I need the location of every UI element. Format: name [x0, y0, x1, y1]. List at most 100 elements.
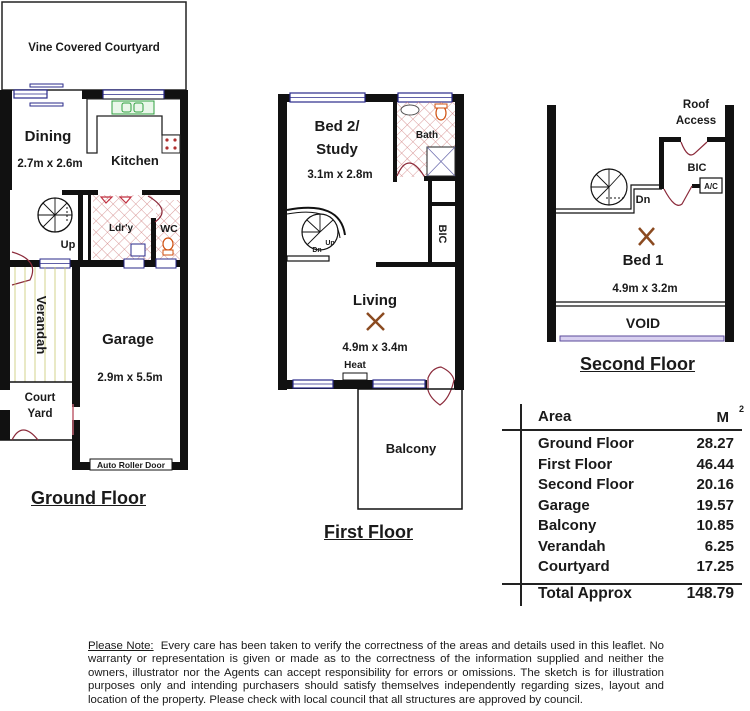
ground-floor-plan: Vine Covered Courtyard Dining 2.7m x 2.6…	[0, 1, 188, 471]
door-swing	[147, 195, 163, 223]
label-dining: Dining	[25, 128, 72, 145]
wall	[72, 420, 80, 470]
label-stairs-dn: Dn	[312, 247, 321, 254]
spiral-stairs-icon	[590, 168, 628, 206]
window	[559, 335, 725, 342]
label-bed2-line2: Study	[316, 141, 358, 158]
window	[155, 258, 177, 269]
wall	[376, 262, 464, 267]
table-divider	[502, 429, 742, 431]
label-wc: WC	[160, 223, 178, 235]
table-divider	[520, 404, 522, 606]
wall	[82, 90, 104, 99]
door-swing	[663, 185, 693, 206]
wall	[180, 400, 188, 470]
wall	[151, 218, 156, 260]
wall	[659, 137, 681, 142]
door-swing	[427, 366, 455, 406]
wall	[547, 105, 556, 342]
disclaimer-text: Every care has been taken to verify the …	[88, 640, 665, 706]
roof-hatch-swing	[680, 141, 708, 156]
row-value: 20.16	[696, 476, 734, 493]
door-swing	[396, 162, 425, 177]
label-ac: A/C	[704, 182, 718, 191]
ceiling-fan-icon	[638, 227, 655, 246]
label-garage-size: 2.9m x 5.5m	[97, 372, 162, 384]
roller-door	[89, 458, 173, 471]
wall	[78, 190, 83, 260]
label-bic: BIC	[436, 225, 448, 244]
disclaimer-heading: Please Note:	[88, 640, 154, 652]
label-garage: Garage	[102, 331, 154, 348]
row-label: First Floor	[538, 455, 613, 473]
label-bed2-line1: Bed 2/	[314, 118, 360, 135]
row-label: Balcony	[538, 517, 597, 534]
label-stairs-up: Up	[61, 239, 76, 251]
door-swing	[11, 429, 39, 441]
label-bath: Bath	[416, 130, 438, 141]
label-dining-size: 2.7m x 2.6m	[17, 158, 82, 170]
wall	[278, 94, 464, 102]
row-value: 46.44	[696, 455, 734, 473]
first-floor-plan: Bath BIC Bed 2/ Study 3.1m x 2.8m Up Dn …	[278, 92, 464, 510]
label-roller-door: Auto Roller Door	[97, 460, 166, 470]
label-kitchen: Kitchen	[111, 153, 159, 168]
wall	[659, 137, 664, 189]
wall	[424, 176, 464, 181]
label-balcony: Balcony	[386, 441, 437, 456]
balcony-outline	[357, 388, 463, 510]
wall	[707, 137, 727, 142]
row-value: 17.25	[696, 558, 734, 575]
row-label: Garage	[538, 496, 590, 514]
label-court: Court	[25, 392, 56, 404]
wall	[180, 90, 188, 470]
total-label: Total Approx	[538, 585, 632, 602]
wall	[0, 90, 12, 190]
table-row: Second Floor 20.16	[538, 476, 734, 493]
washing-machine-icon	[130, 243, 146, 257]
label-stairs-up: Up	[325, 240, 334, 247]
wall	[428, 202, 464, 206]
second-floor-title: Second Floor	[580, 354, 696, 374]
verandah-area	[10, 267, 72, 382]
header-label: Area	[538, 408, 572, 425]
label-vine-courtyard: Vine Covered Courtyard	[28, 42, 159, 54]
table-total-row: Total Approx 148.79	[538, 585, 734, 603]
wall	[142, 190, 188, 195]
ground-floor-title: Ground Floor	[31, 488, 146, 508]
label-stairs-dn: Dn	[636, 194, 651, 206]
tub-icon	[99, 196, 114, 204]
total-value: 148.79	[686, 585, 734, 602]
label-bed1: Bed 1	[623, 252, 664, 269]
wall	[725, 105, 734, 342]
label-laundry: Ldr'y	[109, 223, 133, 234]
label-living: Living	[353, 292, 397, 309]
wall	[428, 181, 432, 266]
row-value: 28.27	[696, 435, 734, 452]
toilet-icon	[162, 237, 174, 251]
row-label: Second Floor	[538, 476, 634, 493]
label-living-size: 4.9m x 3.4m	[342, 342, 407, 354]
second-floor-plan: Roof Access BIC A/C Dn Bed 1	[547, 99, 734, 342]
wall	[393, 102, 397, 182]
wall	[72, 267, 80, 407]
label-void: VOID	[626, 315, 660, 331]
window-slider	[29, 83, 64, 88]
spiral-stairs-icon	[37, 197, 73, 233]
row-value: 10.85	[696, 517, 734, 534]
disclaimer: Please Note: Every care has been taken t…	[88, 640, 664, 707]
basin-icon	[400, 104, 420, 116]
wall	[0, 260, 188, 267]
table-row: Balcony 10.85	[538, 517, 734, 534]
wall	[0, 262, 10, 390]
label-bed1-size: 4.9m x 3.2m	[612, 283, 677, 295]
label-yard: Yard	[28, 408, 53, 420]
wall	[88, 195, 91, 260]
window	[123, 258, 145, 269]
stove-icon	[161, 134, 181, 154]
